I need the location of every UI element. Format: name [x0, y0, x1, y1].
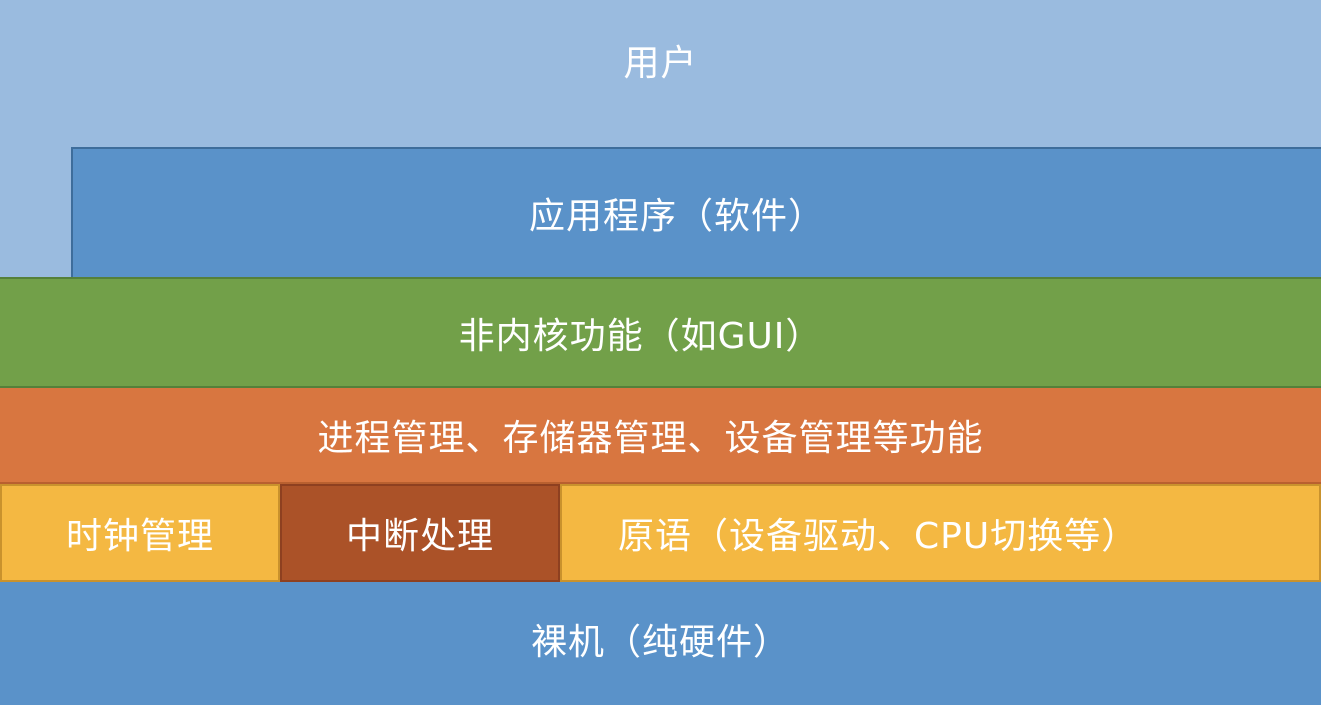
primitives-block: 原语（设备驱动、CPU切换等） [560, 484, 1321, 582]
user-layer-label: 用户 [623, 42, 698, 84]
applications-layer: 应用程序（软件） [71, 147, 1321, 277]
clock-management-label: 时钟管理 [65, 516, 214, 557]
kernel-management-layer-label: 进程管理、存储器管理、设备管理等功能 [317, 418, 984, 459]
user-layer: 用户 [0, 0, 1321, 147]
hardware-layer-label: 裸机（纯硬件） [530, 621, 790, 663]
interrupt-handling-label: 中断处理 [345, 516, 494, 557]
clock-management-block: 时钟管理 [0, 484, 280, 582]
applications-layer-label: 应用程序（软件） [528, 196, 825, 237]
hardware-layer: 裸机（纯硬件） [0, 582, 1321, 705]
non-kernel-layer-label: 非内核功能（如GUI） [458, 315, 823, 357]
kernel-management-layer: 进程管理、存储器管理、设备管理等功能 [0, 388, 1321, 484]
primitives-label: 原语（设备驱动、CPU切换等） [618, 516, 1139, 557]
interrupt-handling-block: 中断处理 [280, 484, 560, 582]
non-kernel-layer: 非内核功能（如GUI） [0, 277, 1321, 388]
